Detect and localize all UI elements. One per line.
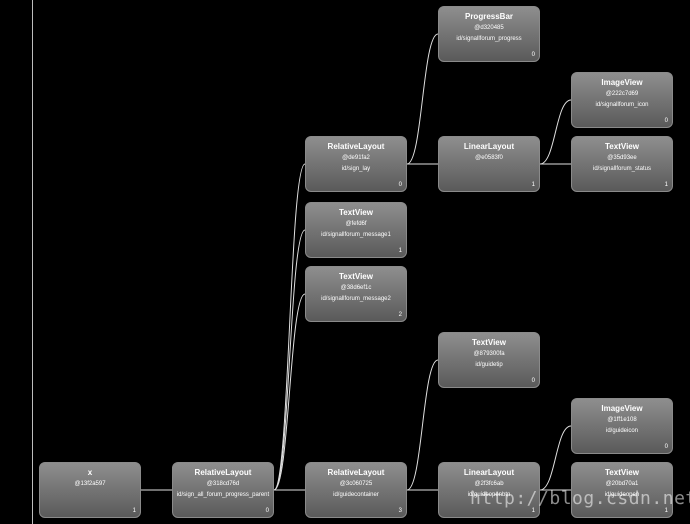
view-node-relativelayout[interactable]: RelativeLayout @de91fa2 id/sign_lay 0 (305, 136, 407, 192)
node-resource-id: id/signallforum_progress (456, 36, 522, 42)
edge-n1-n3 (273, 229, 306, 491)
edge-n11-n12 (539, 425, 572, 491)
node-class-name: TextView (339, 272, 373, 281)
node-resource-id: id/guidetip (475, 362, 503, 368)
node-object-hash: @38d6ef1c (340, 285, 372, 291)
node-class-name: LinearLayout (463, 142, 515, 151)
view-node-relativelayout[interactable]: RelativeLayout @318cd76d id/sign_all_forum… (172, 462, 274, 518)
node-child-index: 0 (664, 444, 668, 450)
view-node-relativelayout[interactable]: RelativeLayout @3c060725 id/guidecontainer… (305, 462, 407, 518)
node-class-name: ProgressBar (464, 12, 514, 21)
node-object-hash: @e0583f0 (475, 155, 503, 161)
node-object-hash: @1ff1e108 (607, 417, 637, 423)
node-object-hash: @13f2a597 (74, 481, 106, 487)
node-child-index: 0 (398, 182, 402, 188)
node-child-index: 1 (398, 248, 402, 254)
node-resource-id: id/guidecontainer (333, 492, 379, 498)
node-child-index: 2 (398, 312, 402, 318)
node-resource-id: id/signallforum_status (592, 166, 652, 172)
node-child-index: 1 (531, 508, 535, 514)
node-object-hash: @318cd76d (206, 481, 240, 487)
node-child-index: 1 (664, 508, 668, 514)
view-node-textview[interactable]: TextView @38d6ef1c id/signallforum_message… (305, 266, 407, 322)
edge-n2-n6 (406, 33, 439, 165)
node-object-hash: @fefd6f (345, 221, 367, 227)
node-resource-id: id/sign_all_forum_progress_parent (176, 492, 270, 498)
node-class-name: ImageView (601, 78, 643, 87)
node-class-name: RelativeLayout (327, 468, 385, 477)
node-class-name: TextView (339, 208, 373, 217)
node-child-index: 0 (531, 52, 535, 58)
node-class-name: RelativeLayout (194, 468, 252, 477)
node-object-hash: @de91fa2 (342, 155, 370, 161)
node-child-index: 1 (132, 508, 136, 514)
node-resource-id: id/guideopen (604, 492, 640, 498)
view-node-textview[interactable]: TextView @879300fa id/guidetip 0 (438, 332, 540, 388)
view-node-linearlayout[interactable]: LinearLayout @e0583f0 1 (438, 136, 540, 192)
node-child-index: 0 (664, 118, 668, 124)
view-node-textview[interactable]: TextView @35d93ee id/signallforum_status 1 (571, 136, 673, 192)
left-edge-line (32, 0, 33, 524)
node-object-hash: @879300fa (473, 351, 505, 357)
node-resource-id: id/sign_lay (341, 166, 371, 172)
node-resource-id: id/signallforum_message1 (321, 232, 391, 238)
view-node-progressbar[interactable]: ProgressBar @d320485 id/signallforum_progr… (438, 6, 540, 62)
edge-n7-n8 (539, 99, 572, 165)
node-child-index: 3 (398, 508, 402, 514)
node-class-name: ImageView (601, 404, 643, 413)
node-resource-id: id/guideopenbtn (467, 492, 511, 498)
node-class-name: TextView (605, 142, 639, 151)
edge-n5-n10 (406, 359, 439, 491)
edge-n1-n2 (273, 163, 306, 491)
node-class-name: TextView (472, 338, 506, 347)
node-resource-id: id/signallforum_message2 (321, 296, 391, 302)
node-child-index: 0 (265, 508, 269, 514)
view-node-imageview[interactable]: ImageView @1ff1e108 id/guideicon 0 (571, 398, 673, 454)
view-node-linearlayout[interactable]: LinearLayout @2f3fc6ab id/guideopenbtn 1 (438, 462, 540, 518)
node-resource-id: id/guideicon (605, 428, 639, 434)
watermark-text: http://blog.csdn.net/ (470, 488, 690, 509)
node-object-hash: @35d93ee (607, 155, 637, 161)
node-class-name: x (87, 468, 93, 477)
view-node-x[interactable]: x @13f2a597 1 (39, 462, 141, 518)
node-class-name: RelativeLayout (327, 142, 385, 151)
node-object-hash: @3c060725 (339, 481, 373, 487)
node-object-hash: @20bd70a1 (605, 481, 639, 487)
node-child-index: 1 (664, 182, 668, 188)
view-node-textview[interactable]: TextView @fefd6f id/signallforum_message1 1 (305, 202, 407, 258)
node-object-hash: @222c7d69 (605, 91, 639, 97)
node-child-index: 0 (531, 378, 535, 384)
node-child-index: 1 (531, 182, 535, 188)
edge-n1-n4 (273, 293, 306, 491)
node-class-name: TextView (605, 468, 639, 477)
node-class-name: LinearLayout (463, 468, 515, 477)
view-node-imageview[interactable]: ImageView @222c7d69 id/signallforum_icon 0 (571, 72, 673, 128)
node-resource-id: id/signallforum_icon (595, 102, 649, 108)
node-object-hash: @d320485 (474, 25, 504, 31)
node-object-hash: @2f3fc6ab (474, 481, 504, 487)
view-node-textview[interactable]: TextView @20bd70a1 id/guideopen 1 (571, 462, 673, 518)
